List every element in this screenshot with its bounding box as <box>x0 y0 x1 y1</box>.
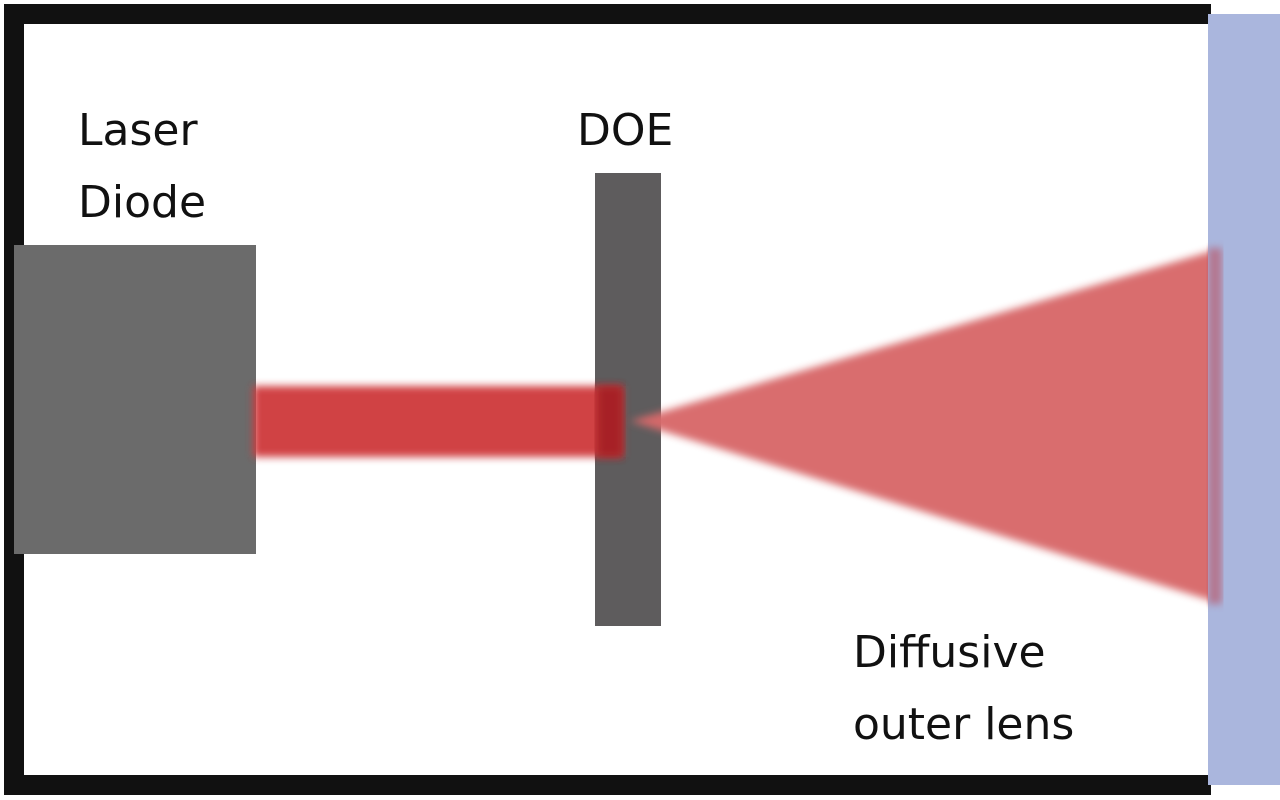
laser-diode-label-line1: Laser <box>78 105 198 156</box>
lens-label-line2: outer lens <box>853 699 1075 750</box>
laser-beam <box>253 386 623 457</box>
lens-label: Diffusive outer lens <box>853 617 1074 761</box>
doe-label-text: DOE <box>577 105 674 156</box>
laser-diode-block <box>14 245 256 554</box>
diffracted-cone <box>630 248 1222 604</box>
cone-lens-overlap <box>1208 248 1222 604</box>
doe-label: DOE <box>577 95 673 167</box>
laser-diode-label-line2: Diode <box>78 177 207 228</box>
beam-doe-overlap <box>597 386 623 457</box>
laser-diode-label: Laser Diode <box>78 95 206 239</box>
lens-label-line1: Diffusive <box>853 627 1046 678</box>
